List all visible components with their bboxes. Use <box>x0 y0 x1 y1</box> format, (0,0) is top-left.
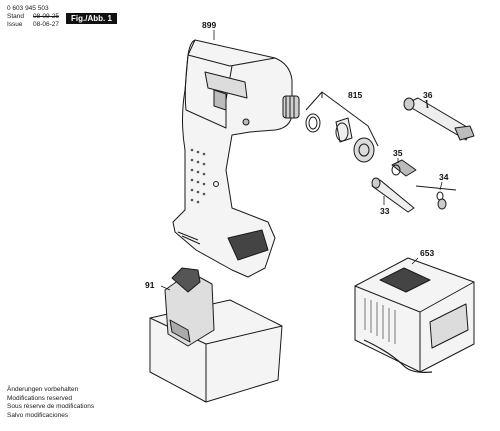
callout-899: 899 <box>202 20 216 30</box>
footer-line-en: Modifications reserved <box>7 394 73 402</box>
issue-label: Issue <box>7 21 23 28</box>
doc-number: 0 603 945 503 <box>7 5 49 12</box>
footer-line-fr: Sous réserve de modifications <box>7 403 95 410</box>
footer-notice: Änderungen vorbehalten Modifications res… <box>7 386 94 420</box>
footer-line-es: Salvo modificaciones <box>7 411 69 419</box>
stand-label: Stand <box>7 13 24 20</box>
callout-33: 33 <box>380 206 390 216</box>
figure-label: Fig./Abb. 1 <box>66 13 117 24</box>
hose-extension <box>403 97 475 141</box>
inflation-needle <box>415 185 457 210</box>
callout-36: 36 <box>423 90 433 100</box>
tapered-nozzle <box>371 177 415 213</box>
callout-815: 815 <box>348 90 362 100</box>
stand-date: 08-09-25 <box>33 13 60 20</box>
battery-charger <box>354 257 475 373</box>
valve-set <box>305 91 379 163</box>
callout-653: 653 <box>420 248 434 258</box>
stand-row: Stand 08-09-25 <box>7 13 59 21</box>
issue-date: 08-06-27 <box>33 21 60 28</box>
adapter <box>391 159 417 177</box>
callout-35: 35 <box>393 148 403 158</box>
footer-line-de: Änderungen vorbehalten <box>7 386 79 393</box>
callout-34: 34 <box>439 172 449 182</box>
callout-91: 91 <box>145 280 155 290</box>
document-header: 0 603 945 503 Stand 08-09-25 Issue 08-06… <box>7 5 59 29</box>
battery-pack <box>149 267 283 403</box>
tool-body <box>172 39 300 278</box>
issue-row: Issue 08-06-27 <box>7 21 59 29</box>
